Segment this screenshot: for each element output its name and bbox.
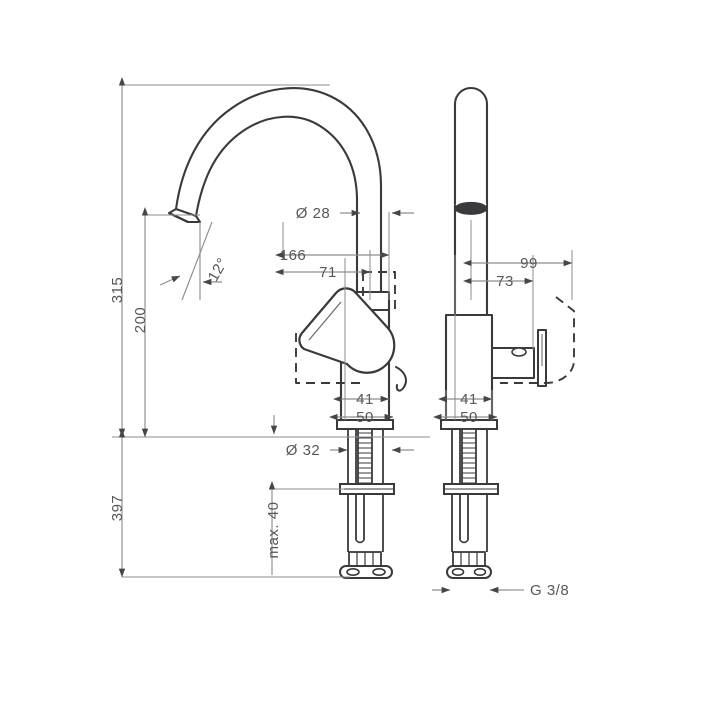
dim-12deg-label: 12° (205, 255, 232, 284)
drawing-root: 315 200 397 166 71 Ø 28 Ø 32 41 50 12° m… (109, 77, 575, 599)
lever-handle-alternate-outline (295, 271, 396, 384)
dimension-texts: 315 200 397 166 71 Ø 28 Ø 32 41 50 12° m… (109, 205, 569, 599)
lever-handle (298, 287, 396, 374)
front-mounting-shank-assembly (443, 428, 499, 579)
extension-lines (112, 84, 573, 578)
mounting-shank-assembly (339, 428, 395, 579)
dim-d32-label: Ø 32 (286, 442, 321, 459)
dim-41-right-label: 41 (460, 391, 478, 408)
side-view-faucet (167, 87, 407, 579)
dim-315-label: 315 (109, 277, 126, 304)
dim-200-label: 200 (132, 307, 149, 334)
dim-41-left-label: 41 (356, 391, 374, 408)
popup-rod-hook (395, 366, 407, 392)
front-aerator (454, 200, 488, 215)
dim-g38-label: G 3/8 (530, 582, 569, 599)
front-lever-arm (491, 329, 547, 387)
front-view-faucet (440, 86, 575, 579)
dimline-12deg-a (159, 275, 181, 286)
spout-arc (174, 87, 383, 294)
dim-50-right-label: 50 (460, 409, 478, 426)
spout-angle-ref-line (181, 221, 213, 301)
front-lever-alternate-outline (500, 296, 575, 384)
dim-73-label: 73 (496, 273, 514, 290)
dim-71-label: 71 (319, 264, 337, 281)
dim-50-left-label: 50 (356, 409, 374, 426)
dim-397-label: 397 (109, 495, 126, 522)
dim-166-label: 166 (280, 247, 307, 264)
dim-d28-label: Ø 28 (296, 205, 331, 222)
dimension-lines (118, 77, 573, 594)
front-body-block (444, 313, 494, 422)
dim-99-label: 99 (520, 255, 538, 272)
dim-max40-label: max. 40 (265, 502, 282, 559)
